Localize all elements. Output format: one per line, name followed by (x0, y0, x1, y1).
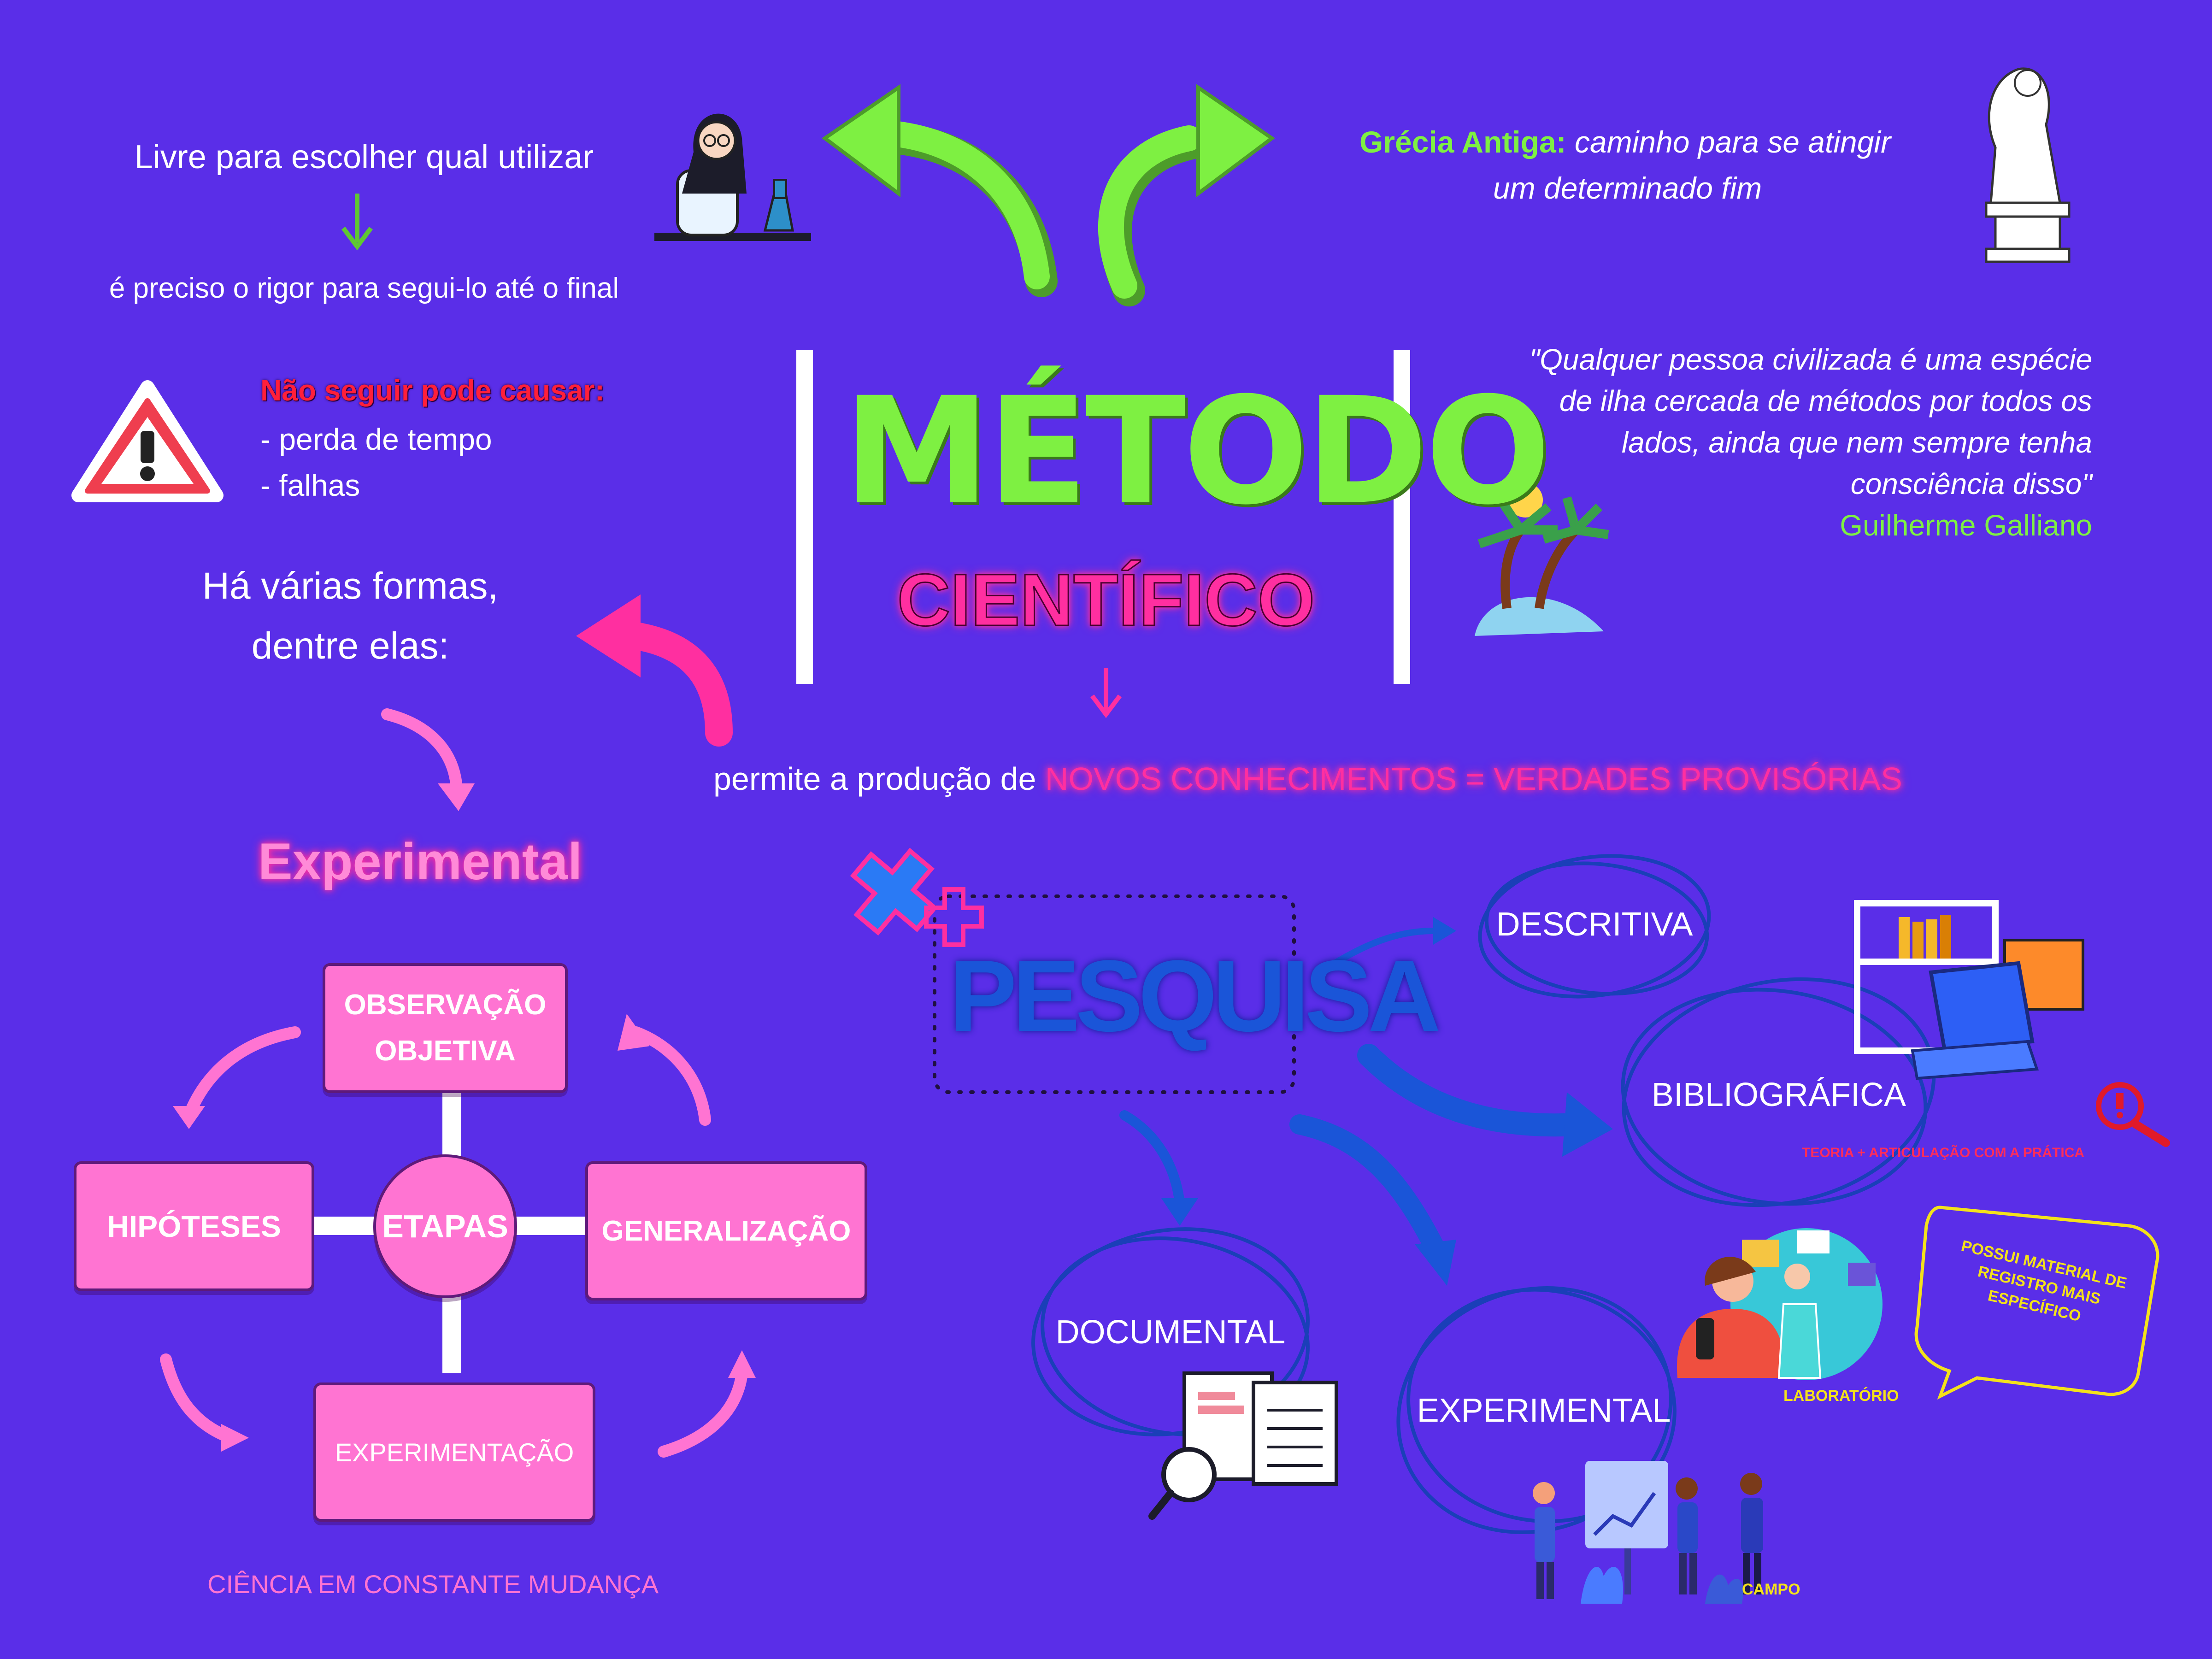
permite-line: permite a produção de NOVOS CONHECIMENTO… (713, 760, 1902, 797)
field-icon (1533, 1461, 1763, 1604)
label-descritiva: DESCRITIVA (1496, 906, 1693, 943)
forms-line1: Há várias formas, (202, 565, 499, 607)
island-icon (1475, 482, 1609, 636)
label-teoria: TEORIA + ARTICULAÇÃO COM A PRÁTICA (1802, 1145, 2085, 1160)
top-left-line2: é preciso o rigor para segui-lo até o fi… (109, 272, 619, 304)
statue-icon (1985, 67, 2071, 263)
warning-heading: Não seguir pode causar: (260, 374, 605, 407)
pesquisa-title: PESQUISA (949, 939, 1441, 1053)
plus-icons (850, 847, 984, 947)
pesquisa-frame (933, 894, 1296, 1094)
greece-line2: um determinado fim (1493, 171, 1762, 205)
right-divider (1394, 350, 1410, 684)
experimental-footer: CIÊNCIA EM CONSTANTE MUDANÇA (207, 1570, 659, 1599)
permite-prefix: permite a produção de (713, 761, 1045, 797)
label-documental: DOCUMENTAL (1055, 1314, 1286, 1351)
box-hipoteses: HIPÓTESES (74, 1161, 314, 1291)
quote-line2: de ilha cercada de métodos por todos os (1559, 384, 2092, 418)
quote-line4: consciência disso" (1850, 467, 2092, 500)
magnifier-icon (2096, 1082, 2170, 1147)
pink-down-arrow-icon (1090, 668, 1122, 718)
box-experimentacao: EXPERIMENTAÇÃO (313, 1382, 595, 1522)
greece-bold: Grécia Antiga: (1359, 125, 1566, 159)
green-arrow-right-icon (1098, 84, 1275, 306)
label-experimental: EXPERIMENTAL (1417, 1392, 1671, 1429)
greece-line1: Grécia Antiga: caminho para se atingir (1359, 124, 1891, 159)
quote-line3: lados, ainda que nem sempre tenha (1621, 426, 2092, 459)
label-campo: CAMPO (1742, 1581, 1800, 1598)
observacao-line1: OBSERVAÇÃO (344, 989, 547, 1021)
label-bibliografica: BIBLIOGRÁFICA (1651, 1077, 1906, 1113)
greece-rest: caminho para se atingir (1566, 125, 1891, 159)
green-arrow-left-icon (822, 84, 1058, 297)
laboratory-icon (1677, 1228, 1883, 1380)
quote-block: "Qualquer pessoa civilizada é uma espéci… (1442, 339, 2092, 546)
experimental-title: Experimental (258, 833, 582, 890)
books-laptop-icon (1854, 900, 2084, 1080)
box-observacao: OBSERVAÇÃO OBJETIVA (323, 963, 568, 1093)
quote-author: Guilherme Galliano (1840, 509, 2092, 542)
quote-line1: "Qualquer pessoa civilizada é uma espéci… (1529, 343, 2092, 376)
forms-line2: dentre elas: (251, 625, 449, 667)
warning-icon (71, 380, 224, 502)
documents-icon (1148, 1371, 1338, 1520)
scientist-icon (654, 113, 811, 241)
left-divider (796, 350, 813, 684)
etapas-circle: ETAPAS (373, 1154, 517, 1298)
cycle-arrows (160, 1026, 748, 1458)
warning-item1: - perda de tempo (260, 422, 492, 456)
box-generalizacao: GENERALIZAÇÃO (585, 1161, 867, 1300)
title-metodo: MÉTODO (843, 366, 1551, 537)
top-left-line1: Livre para escolher qual utilizar (134, 139, 594, 176)
observacao-line2: OBJETIVA (375, 1035, 516, 1067)
permite-highlight: NOVOS CONHECIMENTOS = VERDADES PROVISÓRI… (1045, 761, 1902, 797)
warning-item2: - falhas (260, 468, 360, 502)
label-laboratorio: LABORATÓRIO (1783, 1387, 1899, 1405)
pink-arrow-left-icon (576, 594, 733, 747)
pink-curve-arrow-icon (381, 708, 475, 811)
title-cientifico: CIENTÍFICO (896, 558, 1316, 642)
speech-bubble (1914, 1206, 2159, 1400)
green-down-arrow-icon (341, 194, 373, 251)
